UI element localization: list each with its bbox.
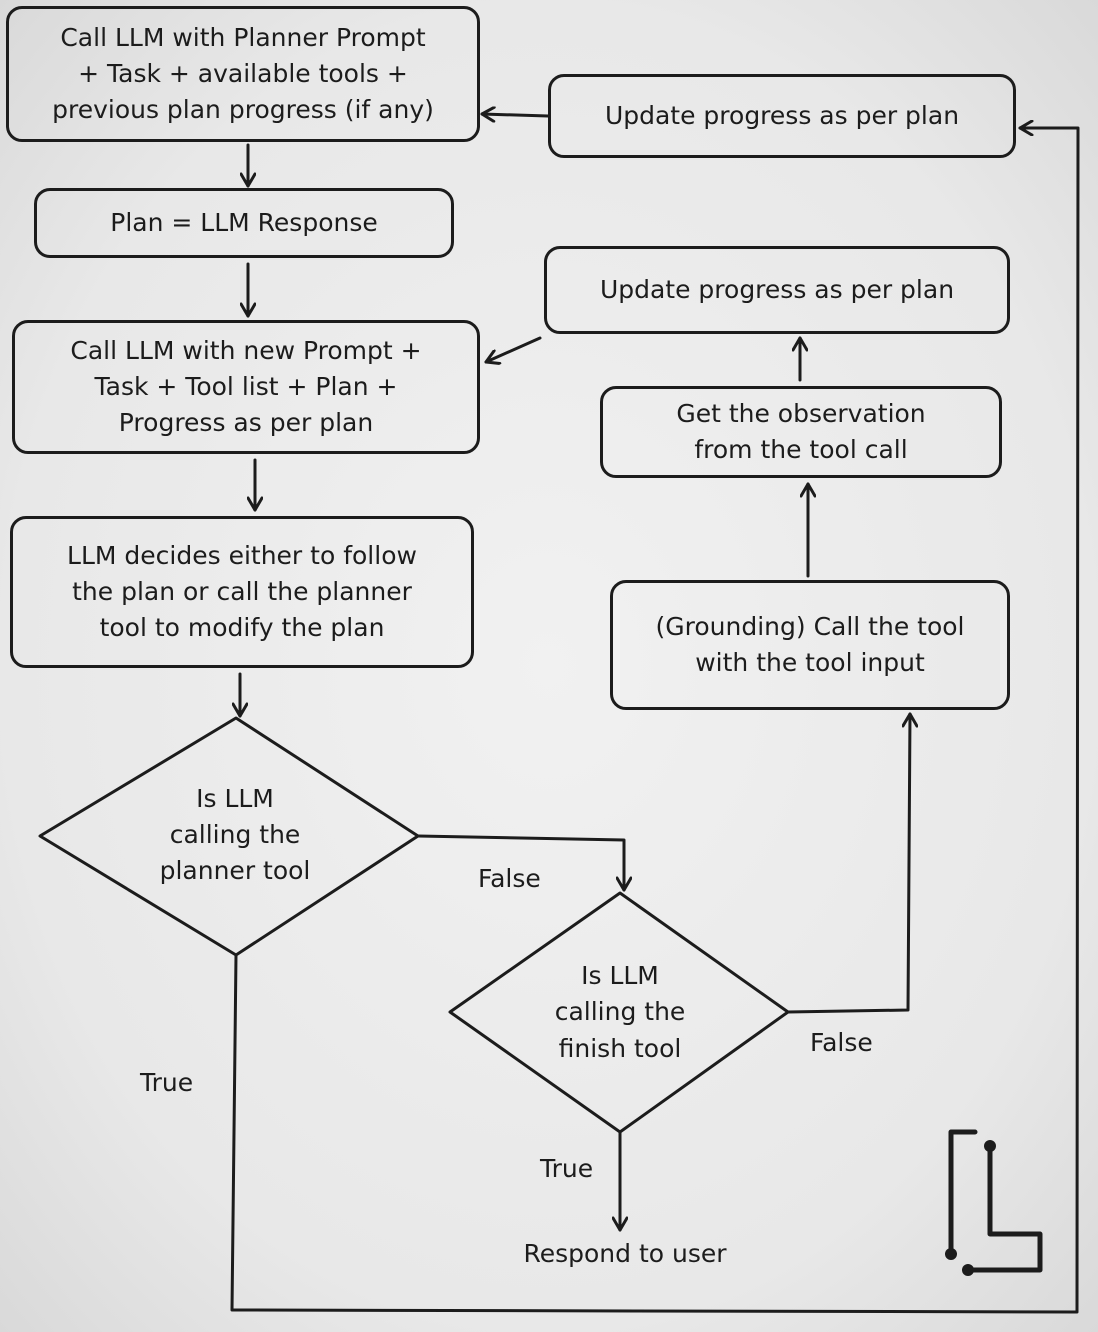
node-update-progress-mid: Update progress as per plan <box>544 246 1010 334</box>
edge-label-d1-true: True <box>140 1068 194 1097</box>
node-llm-decides: LLM decides either to follow the plan or… <box>10 516 474 668</box>
arrow-update-to-n1 <box>480 114 550 116</box>
logo-icon <box>945 1129 1043 1276</box>
decision-label-planner: Is LLM calling the planner tool <box>159 783 311 886</box>
node-call-llm-planner: Call LLM with Planner Prompt + Task + av… <box>6 6 480 142</box>
node-call-llm-new-prompt: Call LLM with new Prompt + Task + Tool l… <box>12 320 480 454</box>
edge-label-d2-false: False <box>810 1028 873 1057</box>
node-grounding-call-tool: (Grounding) Call the tool with the tool … <box>610 580 1010 710</box>
arrow-d1-true-loop <box>230 128 1080 1314</box>
arrow-update-to-n3 <box>484 336 542 362</box>
edge-label-d2-true: True <box>540 1154 594 1183</box>
decision-label-finish: Is LLM calling the finish tool <box>554 961 686 1063</box>
arrow-d1-false-to-d2 <box>416 834 624 892</box>
edge-label-d1-false: False <box>478 864 541 893</box>
node-respond-to-user: Respond to user <box>523 1238 727 1268</box>
node-plan-response: Plan = LLM Response <box>34 188 454 258</box>
node-update-progress-top: Update progress as per plan <box>548 74 1016 158</box>
node-get-observation: Get the observation from the tool call <box>600 386 1002 478</box>
arrow-d2-false-to-grounding <box>786 712 910 1014</box>
